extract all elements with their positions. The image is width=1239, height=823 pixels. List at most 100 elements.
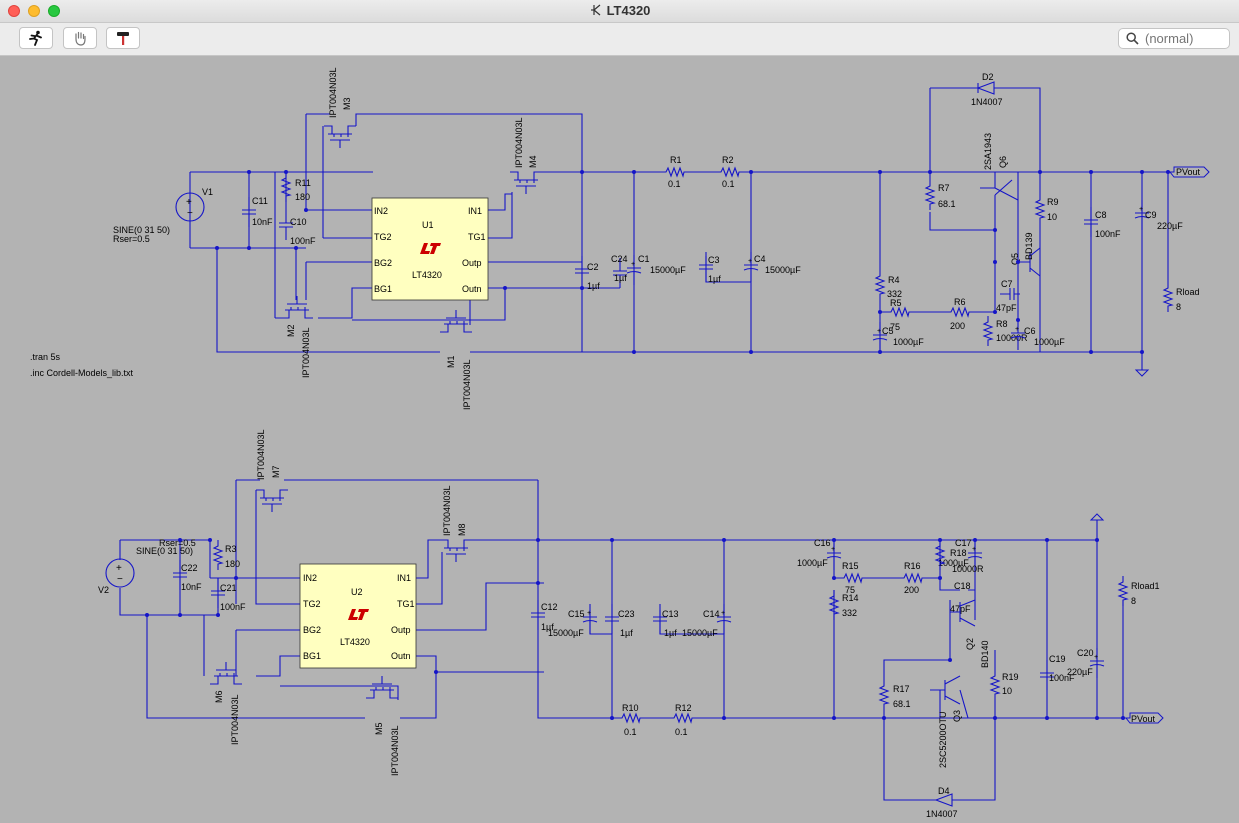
- component-C1[interactable]: C1 15000µF: [626, 254, 686, 286]
- spice-directive-inc[interactable]: .inc Cordell-Models_lib.txt: [30, 368, 134, 378]
- component-C14[interactable]: C14 15000µF: [682, 603, 732, 638]
- component-C4[interactable]: C4 15000µF: [743, 251, 801, 283]
- component-R15[interactable]: R15 75: [837, 561, 869, 595]
- svg-text:R8: R8: [996, 319, 1008, 329]
- mosfet-M5[interactable]: IPT004N03L M5: [365, 675, 400, 776]
- component-R19[interactable]: R19 10: [990, 669, 1019, 701]
- net-label-pvout-bottom[interactable]: PVout: [1124, 712, 1164, 724]
- close-window-button[interactable]: [8, 5, 20, 17]
- component-C2[interactable]: C2 1µf: [574, 255, 600, 291]
- component-Rload1[interactable]: Rload1 8: [1118, 575, 1160, 607]
- net-label-pvout-top[interactable]: PVout: [1168, 166, 1210, 178]
- component-R9[interactable]: R9 10: [1035, 193, 1059, 225]
- schematic-canvas[interactable]: +: [0, 56, 1239, 823]
- diode-D2[interactable]: D2 1N4007: [971, 72, 1003, 107]
- svg-text:V1: V1: [202, 187, 213, 197]
- component-C19[interactable]: C19 100nF: [1039, 654, 1075, 691]
- component-C13[interactable]: C13 1µf: [652, 603, 679, 638]
- component-R5[interactable]: R5 75: [884, 298, 916, 332]
- search-box[interactable]: [1118, 28, 1230, 49]
- component-C5[interactable]: C5 1000µF: [872, 321, 924, 353]
- component-C16[interactable]: C16 1000µF: [797, 538, 842, 571]
- component-R17[interactable]: R17 68.1: [879, 679, 911, 711]
- zoom-window-button[interactable]: [48, 5, 60, 17]
- component-C3[interactable]: C3 1µf: [698, 251, 721, 284]
- search-input[interactable]: [1145, 31, 1225, 46]
- source-V1[interactable]: + − V1 SINE(0 31 50) Rser=0.5: [113, 187, 213, 244]
- mosfet-M8[interactable]: IPT004N03L M8: [439, 485, 473, 563]
- component-R1[interactable]: R1 0.1: [659, 155, 691, 189]
- svg-text:R12: R12: [675, 703, 692, 713]
- ic-U1[interactable]: IN2 TG2 BG2 BG1 IN1 TG1 Outp Outn U1 LT4…: [371, 197, 489, 301]
- pan-hand-button[interactable]: [63, 27, 97, 49]
- component-C24[interactable]: C24 1µf: [611, 254, 628, 289]
- component-C11[interactable]: C11 10nF: [241, 196, 273, 228]
- component-C23[interactable]: C23 1µf: [604, 603, 635, 638]
- svg-text:C6: C6: [1024, 326, 1036, 336]
- svg-text:R1: R1: [670, 155, 682, 165]
- svg-text:M2: M2: [286, 324, 296, 337]
- svg-text:332: 332: [842, 608, 857, 618]
- svg-text:1N4007: 1N4007: [971, 97, 1003, 107]
- svg-text:C14: C14: [703, 609, 720, 619]
- svg-text:8: 8: [1131, 596, 1136, 606]
- component-R4[interactable]: R4 332: [875, 269, 902, 301]
- component-C15[interactable]: C15 15000µF: [548, 603, 598, 638]
- svg-text:R3: R3: [225, 544, 237, 554]
- component-R18[interactable]: R18 10000R: [935, 539, 984, 574]
- component-C8[interactable]: C8 100nF: [1083, 206, 1121, 239]
- transistor-Q2[interactable]: Q2 BD140: [950, 599, 990, 668]
- svg-text:+: +: [186, 197, 192, 208]
- ground-top: [1134, 369, 1150, 377]
- ic-U2[interactable]: IN2 TG2 BG2 BG1 IN1 TG1 Outp Outn U2 LT4…: [299, 563, 417, 669]
- svg-text:200: 200: [950, 321, 965, 331]
- svg-text:IN1: IN1: [397, 573, 411, 583]
- schematic-document-icon: [590, 4, 600, 16]
- component-C9[interactable]: C9 220µF: [1134, 199, 1183, 231]
- transistor-Q6[interactable]: 2SA1943 Q6: [980, 133, 1019, 201]
- svg-text:R2: R2: [722, 155, 734, 165]
- spice-directive-tran[interactable]: .tran 5s: [30, 352, 61, 362]
- component-R3[interactable]: R3 180: [213, 539, 240, 571]
- component-R14[interactable]: R14 332: [829, 589, 859, 621]
- component-R8[interactable]: R8 10000R: [983, 315, 1028, 347]
- mosfet-M3[interactable]: IPT004N03L M3: [323, 67, 357, 149]
- svg-text:C18: C18: [954, 581, 971, 591]
- component-R16[interactable]: R16 200: [897, 561, 929, 595]
- component-C10[interactable]: C10 100nF: [278, 209, 316, 246]
- probe-tool-button[interactable]: [106, 27, 140, 49]
- svg-text:Rser=0.5: Rser=0.5: [159, 538, 196, 548]
- component-C12[interactable]: C12 1µf: [530, 599, 558, 632]
- component-R10[interactable]: R10 0.1: [615, 703, 647, 737]
- transistor-Q5[interactable]: BD139 Q5: [1010, 232, 1041, 277]
- component-R11[interactable]: R11 180: [281, 171, 311, 203]
- svg-text:1N4007: 1N4007: [926, 809, 958, 819]
- svg-text:R9: R9: [1047, 197, 1059, 207]
- component-C22[interactable]: C22 10nF: [172, 559, 202, 592]
- component-R2[interactable]: R2 0.1: [714, 155, 746, 189]
- component-R12[interactable]: R12 0.1: [667, 703, 699, 737]
- component-C6[interactable]: C6 1000µF: [1010, 319, 1065, 351]
- component-C20[interactable]: C20 220µF: [1067, 647, 1105, 679]
- component-R6[interactable]: R6 200: [944, 297, 976, 331]
- transistor-Q3[interactable]: 2SC5200OTU Q3: [930, 675, 962, 768]
- component-C17[interactable]: C17 1000µF: [938, 538, 983, 571]
- source-V2[interactable]: + − V2 SINE(0 31 50) Rser=0.5: [98, 538, 196, 595]
- mosfet-M2[interactable]: IPT004N03L M2: [280, 295, 314, 378]
- component-Rload[interactable]: Rload 8: [1163, 281, 1200, 313]
- mosfet-M6[interactable]: IPT004N03L M6: [209, 661, 243, 745]
- hammer-probe-icon: [117, 32, 129, 45]
- diode-D4[interactable]: D4 1N4007: [926, 786, 958, 819]
- svg-text:15000µF: 15000µF: [548, 628, 584, 638]
- svg-text:R19: R19: [1002, 672, 1019, 682]
- component-C21[interactable]: C21 100nF: [210, 577, 246, 612]
- run-simulation-button[interactable]: [19, 27, 53, 49]
- mosfet-M1[interactable]: IPT004N03L M1: [439, 309, 473, 410]
- minimize-window-button[interactable]: [28, 5, 40, 17]
- svg-text:220µF: 220µF: [1067, 667, 1093, 677]
- component-R7[interactable]: R7 68.1: [925, 179, 956, 211]
- mosfet-M7[interactable]: IPT004N03L M7: [255, 429, 289, 513]
- mosfet-M4[interactable]: IPT004N03L M4: [509, 117, 543, 195]
- component-C7[interactable]: C7 47pF: [996, 279, 1020, 313]
- u1-pin-bg1: BG1: [374, 284, 392, 294]
